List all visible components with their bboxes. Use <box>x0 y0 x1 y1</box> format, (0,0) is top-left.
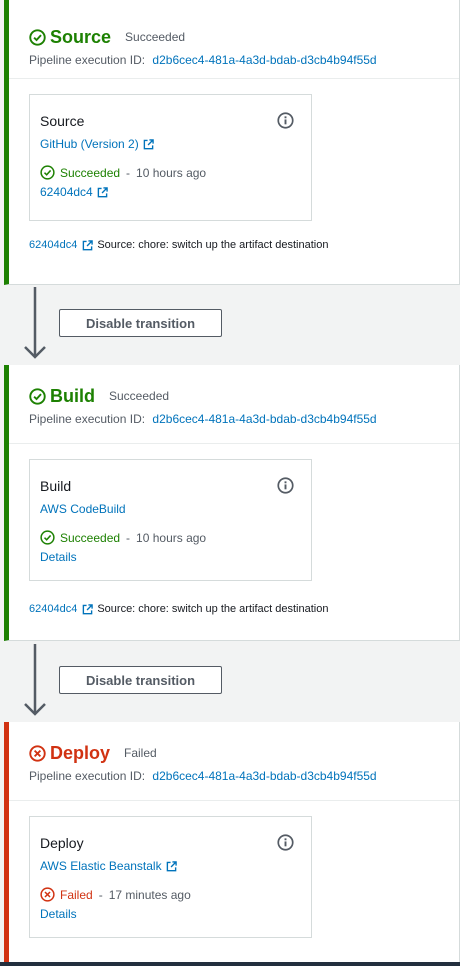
provider-row: AWS CodeBuild <box>40 502 301 516</box>
provider-link[interactable]: AWS CodeBuild <box>40 502 126 516</box>
check-circle-icon <box>40 165 55 180</box>
stage-status: Failed <box>124 746 157 760</box>
stage-name: Build <box>50 385 95 406</box>
stage-deploy: Deploy Failed Pipeline execution ID: d2b… <box>4 722 460 962</box>
action-status-row: Succeeded - 10 hours ago <box>40 165 301 180</box>
stage-name: Source <box>50 26 112 47</box>
arrow-down-icon <box>24 287 46 359</box>
action-status-row: Failed - 17 minutes ago <box>40 887 301 902</box>
details-link[interactable]: Details <box>40 550 77 564</box>
action-card-source: Source GitHub (Version 2) Succeeded - 10… <box>29 94 312 221</box>
action-name: Source <box>40 113 85 129</box>
check-circle-icon <box>40 530 55 545</box>
action-status: Succeeded <box>60 530 121 545</box>
stage-source: Source Succeeded Pipeline execution ID: … <box>4 0 460 285</box>
bottom-bar <box>0 962 460 966</box>
execution-id-link[interactable]: d2b6cec4-481a-4a3d-bdab-d3cb4b94f55d <box>152 53 377 67</box>
action-status: Succeeded <box>60 165 121 180</box>
execution-id-label: Pipeline execution ID: <box>29 769 146 783</box>
execution-id-label: Pipeline execution ID: <box>29 53 146 67</box>
execution-id-row: Pipeline execution ID: d2b6cec4-481a-4a3… <box>29 769 459 783</box>
revision-link[interactable]: 62404dc4 <box>29 239 78 251</box>
stage-header: Source Succeeded Pipeline execution ID: … <box>9 0 459 79</box>
revision-link[interactable]: 62404dc4 <box>29 603 78 615</box>
info-circle-icon[interactable] <box>277 477 294 494</box>
action-name: Build <box>40 478 72 494</box>
action-name: Deploy <box>40 835 84 851</box>
info-circle-icon[interactable] <box>277 834 294 851</box>
action-status-row: Succeeded - 10 hours ago <box>40 530 301 545</box>
commit-link[interactable]: 62404dc4 <box>40 185 93 199</box>
disable-transition-button[interactable]: Disable transition <box>59 309 222 337</box>
status-separator: - <box>98 887 103 902</box>
external-link-icon <box>143 138 154 149</box>
x-circle-icon <box>40 887 55 902</box>
execution-id-row: Pipeline execution ID: d2b6cec4-481a-4a3… <box>29 53 459 67</box>
transition-source-build: Disable transition <box>0 285 460 365</box>
action-time: 17 minutes ago <box>108 887 191 902</box>
arrow-down-icon <box>24 644 46 716</box>
revision-row: 62404dc4 Source: chore: switch up the ar… <box>29 239 328 251</box>
commit-link-row: 62404dc4 <box>40 185 301 199</box>
transition-build-deploy: Disable transition <box>0 642 460 722</box>
action-time: 10 hours ago <box>136 165 207 180</box>
provider-row: GitHub (Version 2) <box>40 137 301 151</box>
info-circle-icon[interactable] <box>277 112 294 129</box>
action-card-build: Build AWS CodeBuild Succeeded - 10 hours… <box>29 459 312 581</box>
details-link-row: Details <box>40 907 301 921</box>
provider-row: AWS Elastic Beanstalk <box>40 859 301 873</box>
revision-row: 62404dc4 Source: chore: switch up the ar… <box>29 603 328 615</box>
external-link-icon <box>83 603 94 614</box>
stage-name: Deploy <box>50 742 111 763</box>
action-card-deploy: Deploy AWS Elastic Beanstalk Failed - 17… <box>29 816 312 938</box>
action-status: Failed <box>60 887 93 902</box>
status-separator: - <box>126 165 131 180</box>
stage-status: Succeeded <box>109 389 170 403</box>
external-link-icon <box>166 860 177 871</box>
x-circle-icon <box>29 744 46 762</box>
revision-message: Source: chore: switch up the artifact de… <box>97 603 329 615</box>
stage-build: Build Succeeded Pipeline execution ID: d… <box>4 365 460 641</box>
stage-header: Build Succeeded Pipeline execution ID: d… <box>9 365 459 444</box>
execution-id-label: Pipeline execution ID: <box>29 412 146 426</box>
execution-id-row: Pipeline execution ID: d2b6cec4-481a-4a3… <box>29 412 459 426</box>
provider-link[interactable]: GitHub (Version 2) <box>40 137 139 151</box>
provider-link[interactable]: AWS Elastic Beanstalk <box>40 859 162 873</box>
check-circle-icon <box>29 387 46 405</box>
external-link-icon <box>83 239 94 250</box>
external-link-icon <box>97 186 108 197</box>
stage-header: Deploy Failed Pipeline execution ID: d2b… <box>9 722 459 801</box>
stage-title-row: Deploy Failed <box>29 742 459 764</box>
check-circle-icon <box>29 28 46 46</box>
details-link[interactable]: Details <box>40 907 77 921</box>
stage-status: Succeeded <box>125 30 186 44</box>
action-time: 10 hours ago <box>136 530 207 545</box>
execution-id-link[interactable]: d2b6cec4-481a-4a3d-bdab-d3cb4b94f55d <box>152 769 377 783</box>
execution-id-link[interactable]: d2b6cec4-481a-4a3d-bdab-d3cb4b94f55d <box>152 412 377 426</box>
details-link-row: Details <box>40 550 301 564</box>
revision-message: Source: chore: switch up the artifact de… <box>97 239 329 251</box>
status-separator: - <box>126 530 131 545</box>
stage-title-row: Source Succeeded <box>29 26 459 48</box>
disable-transition-button[interactable]: Disable transition <box>59 666 222 694</box>
stage-title-row: Build Succeeded <box>29 385 459 407</box>
